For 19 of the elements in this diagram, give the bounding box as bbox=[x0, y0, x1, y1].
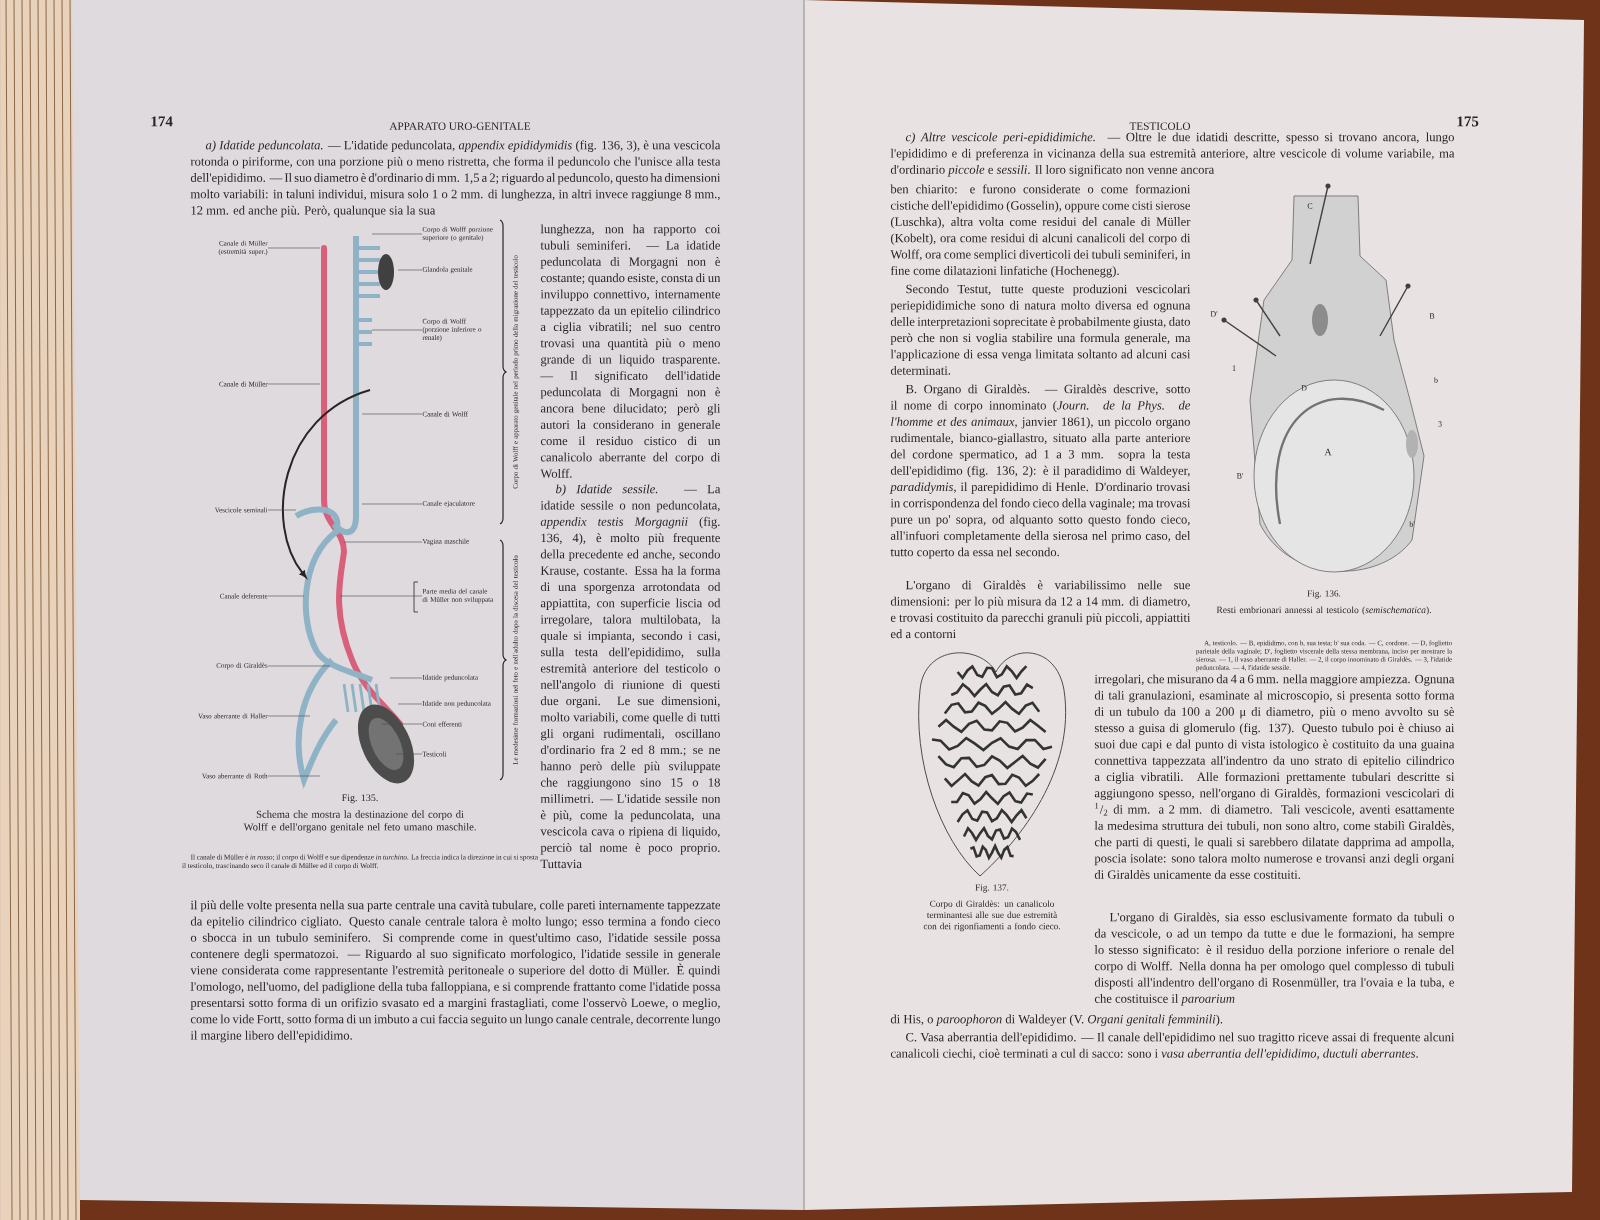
leader-line bbox=[397, 269, 423, 271]
leader-line bbox=[267, 509, 297, 511]
duct-diagram-drawing bbox=[294, 236, 415, 784]
leader-line bbox=[343, 541, 423, 543]
leader-line bbox=[339, 595, 423, 597]
leader-line bbox=[389, 677, 423, 679]
leader-line bbox=[267, 775, 321, 777]
leader-line bbox=[267, 383, 321, 385]
leader-line bbox=[395, 753, 423, 755]
leader-line bbox=[267, 665, 331, 667]
leader-line bbox=[361, 503, 423, 505]
leader-line bbox=[371, 233, 423, 235]
leader-line bbox=[267, 247, 321, 249]
leader-line bbox=[267, 715, 311, 717]
leader-line bbox=[371, 329, 423, 331]
leader-line bbox=[397, 703, 423, 705]
leader-line bbox=[361, 413, 423, 415]
leader-line bbox=[267, 595, 305, 597]
leader-line bbox=[381, 723, 423, 725]
